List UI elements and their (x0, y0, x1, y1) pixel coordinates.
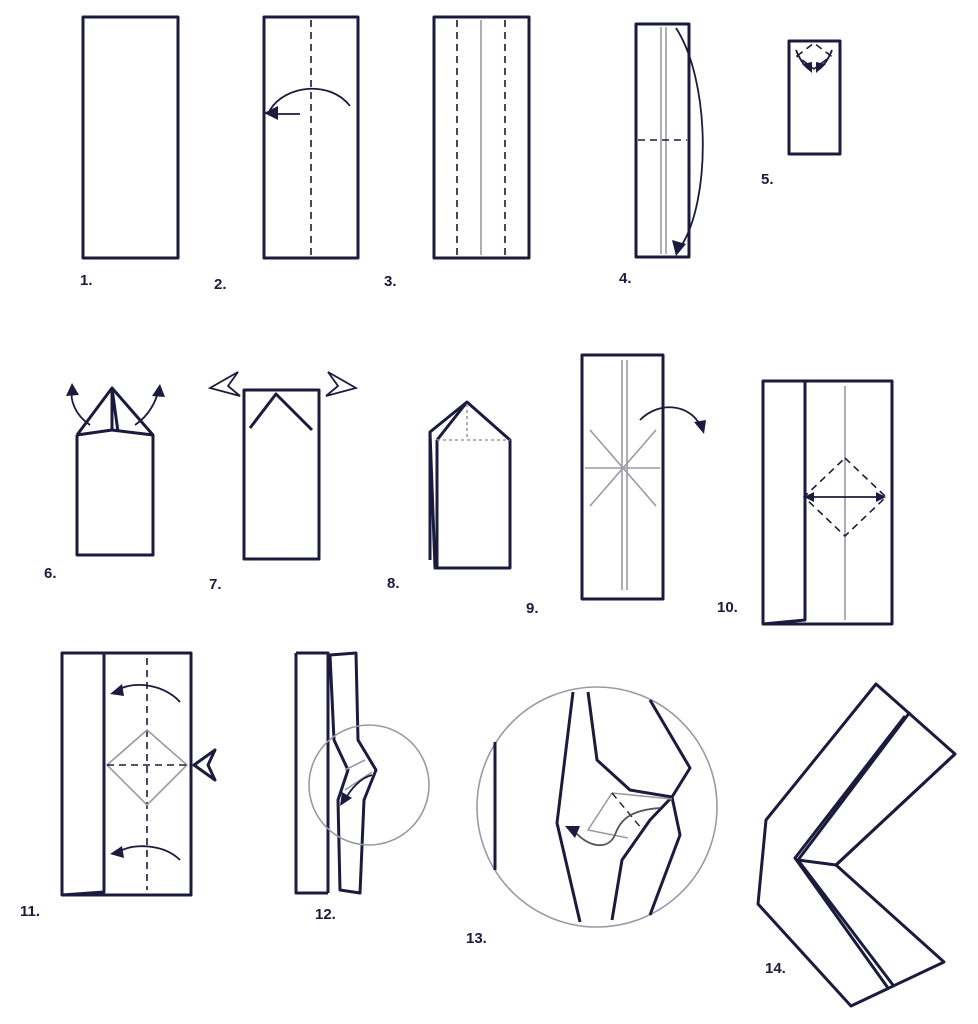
step-label-1: 1. (80, 272, 93, 289)
step-10-figure (761, 379, 894, 626)
fold-arrow-icon (675, 27, 704, 249)
arrowhead-icon (152, 384, 165, 397)
arrowhead-icon (816, 62, 826, 73)
step-label-4: 4. (619, 270, 632, 287)
step-label-8: 8. (387, 575, 400, 592)
step-label-13: 13. (466, 930, 487, 947)
step-label-14: 14. (765, 960, 786, 977)
step-4-figure (634, 22, 704, 259)
push-arrow-icon (325, 371, 359, 397)
step-3-figure (432, 15, 531, 260)
step-label-10: 10. (717, 599, 738, 616)
push-arrow-icon (207, 371, 241, 397)
step-9-figure (580, 353, 706, 601)
arrowhead-icon (264, 106, 278, 120)
push-arrow-icon (192, 748, 217, 782)
step-label-2: 2. (214, 276, 227, 293)
step-5-figure (787, 39, 842, 156)
arrowhead-icon (66, 383, 79, 396)
step-label-9: 9. (526, 600, 539, 617)
step-12-figure (294, 651, 430, 895)
step-14-figure (756, 682, 957, 1008)
arrowhead-icon (802, 62, 812, 73)
step-label-3: 3. (384, 273, 397, 290)
step-1-figure (81, 15, 180, 260)
arrowhead-icon (672, 240, 686, 256)
step-label-12: 12. (315, 906, 336, 923)
arrowhead-icon (694, 420, 706, 434)
step-11-figure (60, 651, 217, 897)
step-label-7: 7. (209, 576, 222, 593)
step-13-figure (476, 686, 718, 928)
step-label-6: 6. (44, 565, 57, 582)
step-8-figure (428, 400, 512, 570)
step-2-figure (262, 15, 360, 260)
fold-arrow-icon (268, 87, 351, 115)
step-label-5: 5. (761, 171, 774, 188)
step-label-11: 11. (20, 903, 41, 920)
step-6-figure (66, 383, 165, 557)
step-7-figure (207, 371, 359, 561)
